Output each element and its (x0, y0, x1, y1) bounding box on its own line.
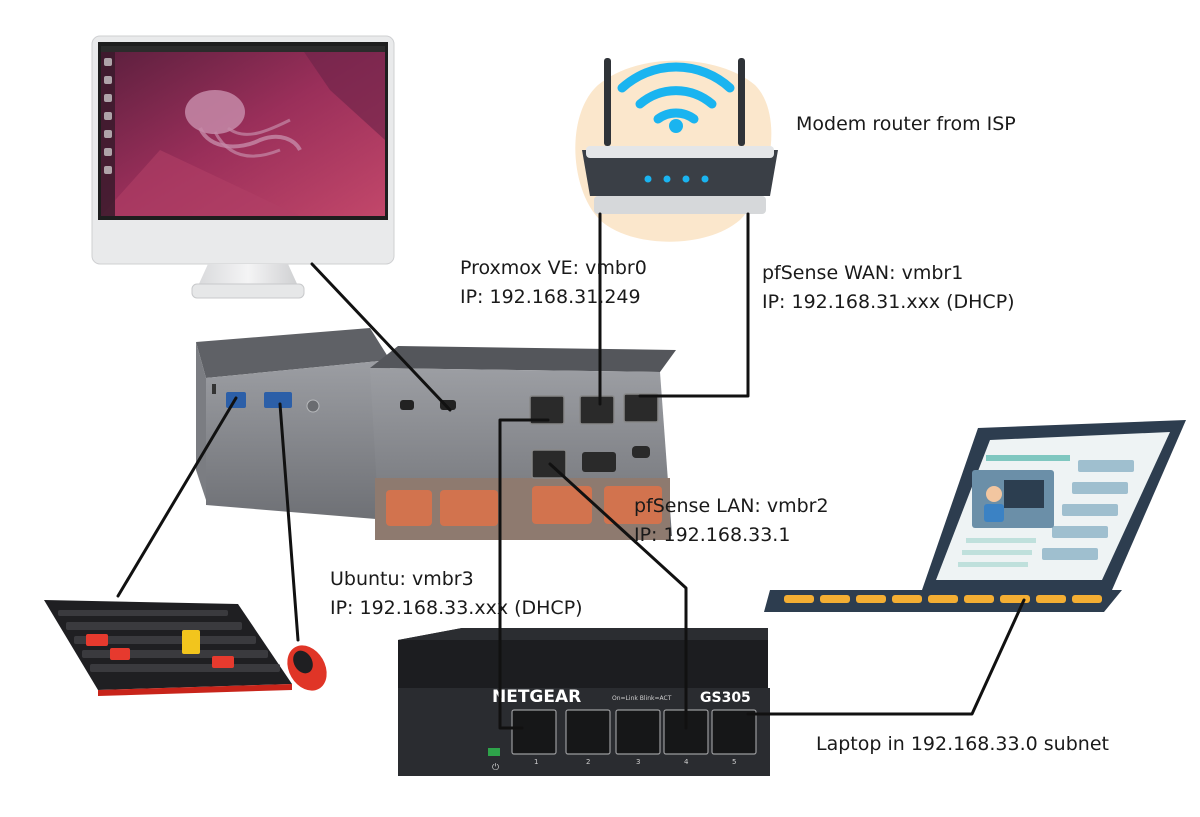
cable-ubuntu-to-switch-port1 (498, 418, 550, 730)
pfsense-wan-label-line1: pfSense WAN: vmbr1 (762, 262, 964, 284)
port-number-5: 5 (732, 758, 736, 766)
port-number-3: 3 (636, 758, 640, 766)
modem-router (575, 58, 778, 242)
cables (116, 212, 1026, 730)
router-label: Modem router from ISP (796, 110, 1016, 139)
pfsense-lan-label-line1: pfSense LAN: vmbr2 (634, 495, 829, 517)
proxmox-label-line1: Proxmox VE: vmbr0 (460, 257, 647, 279)
mini-pc-left (196, 328, 390, 520)
cable-router-to-pfsense-wan (638, 212, 750, 398)
switch-brand: NETGEAR (492, 687, 581, 707)
cable-monitor-to-minipc (310, 262, 452, 412)
pfsense-wan-label-line2: IP: 192.168.31.xxx (DHCP) (762, 291, 1015, 313)
laptop-label: Laptop in 192.168.33.0 subnet (816, 730, 1109, 759)
laptop-label-text: Laptop in 192.168.33.0 subnet (816, 733, 1109, 755)
netgear-switch: NETGEAR GS305 On=Link Blink=ACT 1 2 3 4 … (398, 628, 770, 776)
cable-keyboard-to-minipc (116, 396, 238, 598)
ubuntu-label-line1: Ubuntu: vmbr3 (330, 568, 474, 590)
port-number-4: 4 (684, 758, 689, 766)
switch-indicator: On=Link Blink=ACT (612, 695, 672, 702)
cable-pfsense-lan-to-switch-port4 (548, 462, 688, 730)
cable-mouse-to-minipc (278, 402, 300, 642)
power-icon: ⏻ (492, 762, 499, 773)
wifi-icon (617, 62, 735, 124)
desktop-monitor (91, 35, 395, 299)
pfsense-lan-label-line2: IP: 192.168.33.1 (634, 524, 791, 546)
jellyfish-wallpaper-icon (185, 90, 302, 158)
ubuntu-label: Ubuntu: vmbr3 IP: 192.168.33.xxx (DHCP) (330, 565, 583, 623)
pfsense-lan-label: pfSense LAN: vmbr2 IP: 192.168.33.1 (634, 492, 829, 550)
proxmox-label-line2: IP: 192.168.31.249 (460, 286, 641, 308)
laptop (764, 420, 1186, 612)
router-label-text: Modem router from ISP (796, 113, 1016, 135)
pfsense-wan-label: pfSense WAN: vmbr1 IP: 192.168.31.xxx (D… (762, 259, 1015, 317)
port-number-1: 1 (534, 758, 538, 766)
cable-switch-port5-to-laptop (746, 598, 1026, 716)
ubuntu-label-line2: IP: 192.168.33.xxx (DHCP) (330, 597, 583, 619)
mouse (287, 645, 327, 691)
keyboard (44, 600, 292, 696)
port-number-2: 2 (586, 758, 590, 766)
proxmox-label: Proxmox VE: vmbr0 IP: 192.168.31.249 (460, 254, 647, 312)
switch-model: GS305 (700, 690, 751, 706)
